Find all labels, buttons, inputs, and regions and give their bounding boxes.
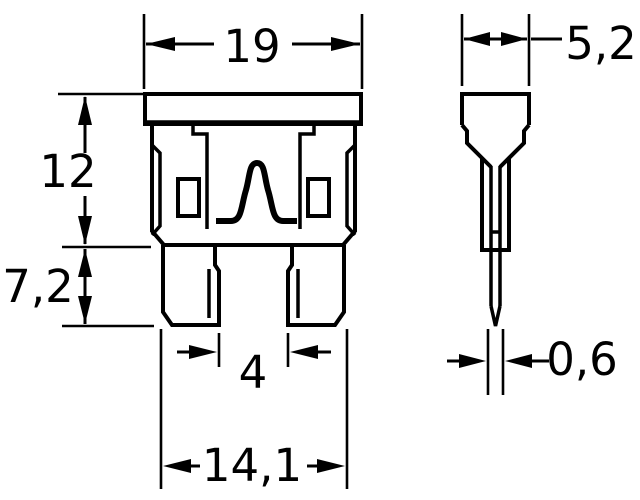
fuse-side-view	[460, 92, 531, 327]
left-terminal-channel	[191, 125, 209, 229]
arrowhead-left	[464, 32, 490, 46]
right-terminal-channel	[298, 125, 316, 229]
side-blade-tip	[489, 305, 502, 327]
dimension-body-height: 12	[39, 92, 144, 245]
dim-label-blade-thickness: 0,6	[546, 333, 618, 386]
arrowhead-left	[505, 354, 532, 368]
left-side-rib	[150, 143, 162, 237]
right-blade	[286, 245, 346, 327]
dimension-blade-height: 7,2	[2, 245, 154, 328]
dim-label-blade-height: 7,2	[2, 260, 74, 313]
dimension-blade-span: 14,1	[159, 329, 349, 492]
dimension-side-width: 5,2	[460, 14, 637, 86]
fuse-cap-outline	[143, 92, 363, 126]
arrowhead-up	[78, 96, 92, 125]
dim-label-side-width: 5,2	[565, 17, 637, 70]
right-side-rib	[345, 143, 357, 237]
dimension-front-width: 19	[142, 14, 364, 89]
fuse-body-outline	[150, 124, 357, 247]
side-right-shoulder	[498, 123, 531, 169]
dim-label-blade-gap: 4	[239, 346, 268, 399]
dimension-blade-thickness: 0,6	[447, 329, 618, 395]
arrowhead-right	[501, 32, 527, 46]
arrowhead-right	[459, 354, 486, 368]
right-window	[306, 177, 331, 218]
arrowhead-up	[78, 249, 92, 277]
fuse-front-view	[143, 92, 363, 327]
arrowhead-left	[146, 37, 175, 51]
arrowhead-right	[331, 37, 360, 51]
dimension-blade-gap: 4	[177, 333, 331, 399]
arrowhead-left	[290, 345, 318, 359]
side-cap-outline	[460, 92, 531, 125]
arrowhead-left	[163, 459, 191, 473]
fuse-element-curve	[216, 160, 297, 224]
dim-label-body-height: 12	[39, 145, 96, 198]
arrowhead-right	[189, 345, 217, 359]
left-blade	[161, 245, 221, 327]
dim-label-blade-span: 14,1	[202, 439, 302, 492]
arrowhead-down	[78, 216, 92, 245]
arrowhead-down	[78, 296, 92, 324]
left-window	[176, 177, 201, 218]
side-left-shoulder	[460, 123, 493, 169]
arrowhead-right	[317, 459, 345, 473]
dim-label-front-width: 19	[223, 20, 280, 73]
